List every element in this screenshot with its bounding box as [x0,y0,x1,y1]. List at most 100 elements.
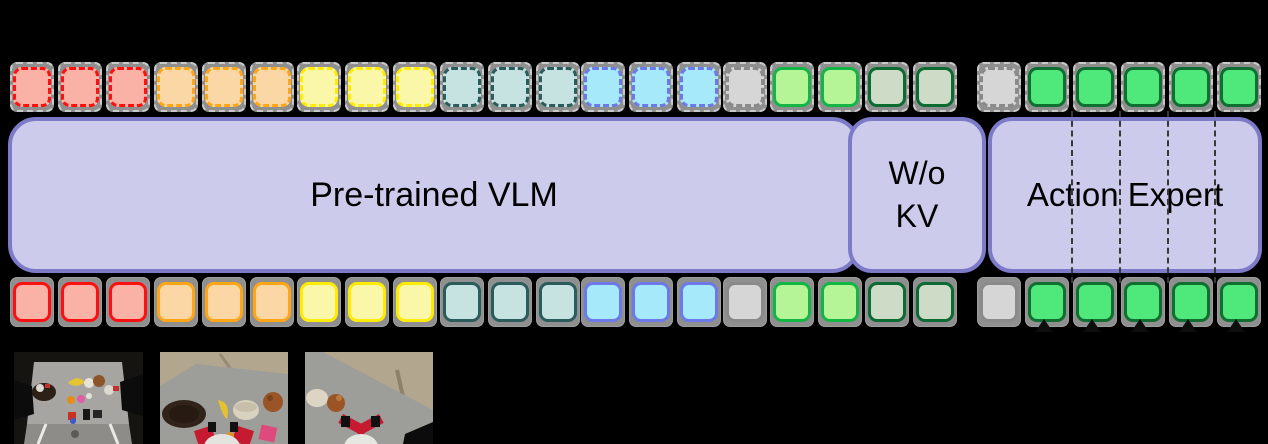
bear-toy [327,394,345,412]
action-tokens-slot [1217,62,1261,112]
red-tokens-token [13,67,51,107]
yellow-tokens-slot [297,62,341,112]
teal-tokens-token [539,282,577,322]
robot-arm-left [14,380,34,420]
palegreen-tokens-token [916,67,954,107]
gray-token-2-token [980,67,1018,107]
wrist-camera-view-1 [160,352,288,444]
teal-tokens-token [443,67,481,107]
blue-tokens-slot [677,62,721,112]
orange-tokens-slot [250,277,294,327]
action-tokens-token [1028,282,1066,322]
bear-toy [93,375,105,387]
teal-tokens-slot [488,277,532,327]
gray-token-2-token [980,282,1018,322]
palegreen-tokens-slot [913,277,957,327]
bowl [306,389,328,407]
blue-tokens-token [632,67,670,107]
action-input-arrowhead [1131,319,1149,332]
robot-arm [403,422,433,444]
lightgreen-tokens-slot [770,277,814,327]
yellow-tokens-token [300,67,338,107]
lightgreen-tokens-token [821,282,859,322]
action-chunk-divider [1119,111,1121,283]
action-tokens-slot [1169,62,1213,112]
palegreen-tokens-token [868,282,906,322]
pink-toy [77,395,85,403]
action-tokens-token [1076,67,1114,107]
blue-tokens-slot [581,277,625,327]
action-tokens-token [1220,67,1258,107]
gray-token-slot [723,277,767,327]
gray-token-2-slot [977,277,1021,327]
orange-tokens-token [205,282,243,322]
action-tokens-token [1076,282,1114,322]
red-tokens-token [109,67,147,107]
wrist-camera-view-2 [305,352,433,444]
wrist-camera-scene-1 [160,352,288,444]
teal-tokens-token [491,282,529,322]
red-tokens-token [13,282,51,322]
red-tokens-token [61,282,99,322]
orange-tokens-slot [154,62,198,112]
action-tokens-token [1124,282,1162,322]
plate [32,383,56,401]
orange-tokens-slot [202,277,246,327]
top-down-camera-view [14,352,143,444]
teal-tokens-slot [440,277,484,327]
orange-tokens-slot [154,277,198,327]
blue-tokens-token [680,282,718,322]
table-surface [305,352,433,444]
orange-tokens-token [157,67,195,107]
yellow-tokens-token [396,67,434,107]
action-input-arrowhead [1179,319,1197,332]
yellow-tokens-slot [297,277,341,327]
blue-tokens-slot [629,277,673,327]
yellow-tokens-slot [345,277,389,327]
palegreen-tokens-slot [913,62,957,112]
action-tokens-slot [1121,62,1165,112]
blue-tokens-slot [677,277,721,327]
orange-toy [67,396,75,404]
lightgreen-tokens-slot [818,62,862,112]
top-down-camera-scene [14,352,143,444]
lightgreen-tokens-token [821,67,859,107]
orange-tokens-slot [250,62,294,112]
red-tokens-slot [10,62,54,112]
action-tokens-slot [1121,277,1165,327]
red-tokens-slot [106,62,150,112]
blue-tokens-slot [581,62,625,112]
blue-toy [70,418,76,424]
yellow-tokens-slot [345,62,389,112]
wo-kv-label-line1: W/o [888,154,946,191]
red-tokens-slot [10,277,54,327]
banana [68,378,85,386]
pink-cube [258,424,278,443]
wrist-camera-scene-2 [305,352,433,444]
palegreen-tokens-slot [865,277,909,327]
action-tokens-slot [1169,277,1213,327]
yellow-tokens-slot [393,277,437,327]
action-input-arrowhead [1083,319,1101,332]
lightgreen-tokens-token [773,282,811,322]
robot-arm-right [120,374,143,416]
palegreen-tokens-token [868,67,906,107]
teal-tokens-slot [440,62,484,112]
orange-tokens-token [253,67,291,107]
action-tokens-token [1220,282,1258,322]
red-tokens-token [61,67,99,107]
action-tokens-slot [1073,62,1117,112]
table-leg [36,423,48,444]
orange-tokens-token [253,282,291,322]
teal-tokens-slot [488,62,532,112]
blue-tokens-token [584,67,622,107]
gray-token-slot [723,62,767,112]
lightgreen-tokens-slot [770,62,814,112]
orange-tokens-slot [202,62,246,112]
table-leg [108,423,120,444]
palegreen-tokens-token [916,282,954,322]
action-tokens-token [1172,282,1210,322]
pretrained-vlm-box: Pre-trained VLM [8,117,860,273]
blue-tokens-token [584,282,622,322]
